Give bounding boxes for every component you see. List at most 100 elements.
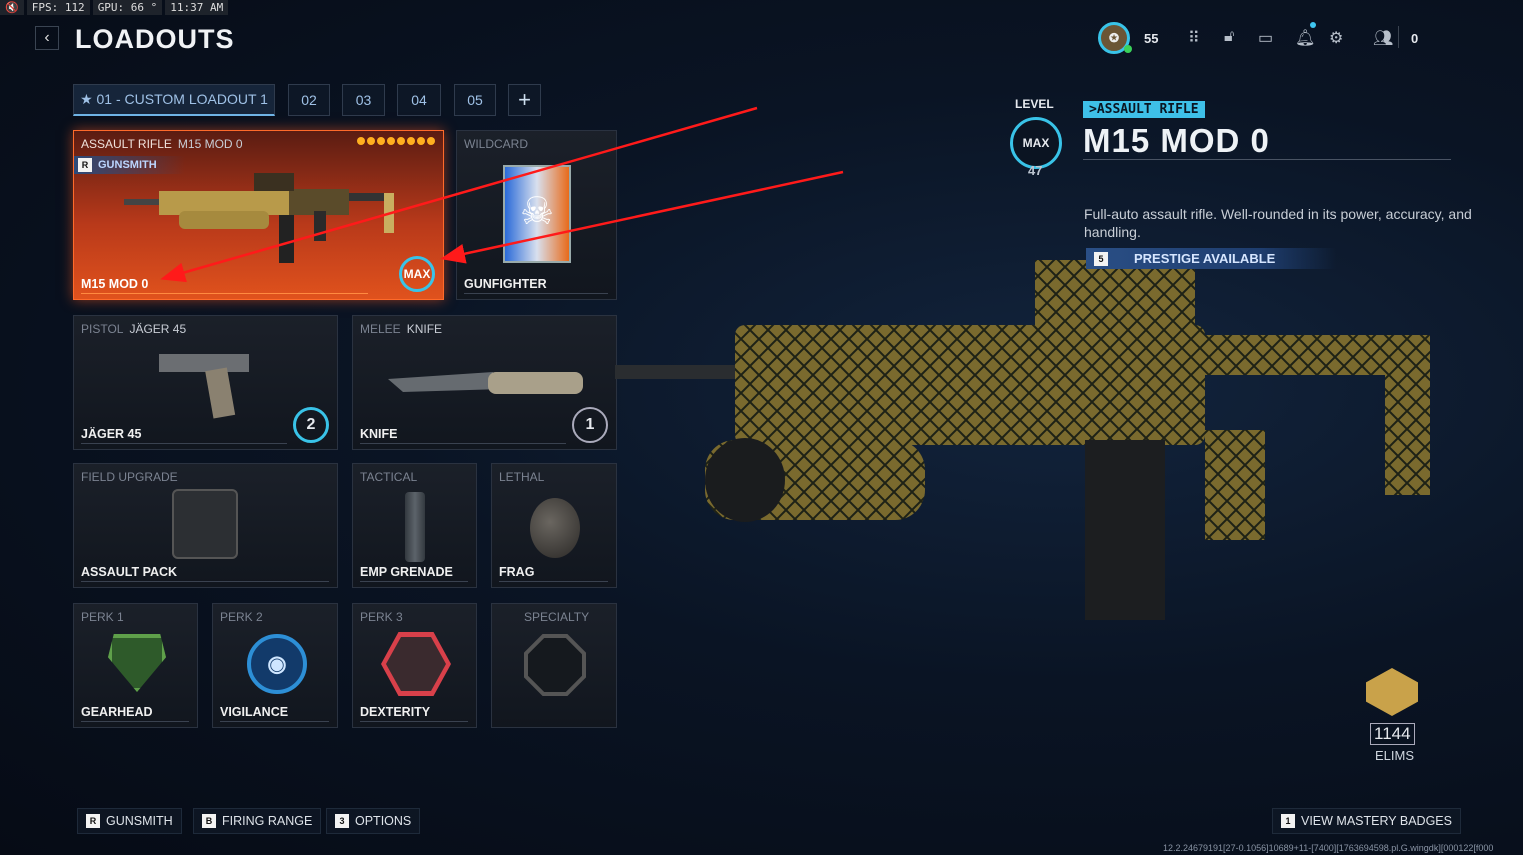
weapon-description: Full-auto assault rifle. Well-rounded in… xyxy=(1084,206,1472,240)
field-upgrade-label: FIELD UPGRADE xyxy=(81,470,178,484)
vigilance-perk-icon: ◉ xyxy=(247,634,307,694)
divider xyxy=(81,721,189,722)
back-button[interactable]: ‹ xyxy=(35,26,59,50)
page-title: LOADOUTS xyxy=(75,24,235,54)
friends-count: 0 xyxy=(1411,31,1419,46)
specialty-label: SPECIALTY xyxy=(524,610,590,624)
build-string: 12.2.24679191[27-0.1056]10689+11-[7400][… xyxy=(1163,843,1494,853)
attachment-pips xyxy=(357,137,435,145)
specialty-empty-icon xyxy=(524,634,586,696)
dexterity-perk-icon xyxy=(381,632,451,696)
attachment-pip xyxy=(417,137,425,145)
gpu-readout: GPU: 66 ° xyxy=(92,0,163,15)
tactical-card[interactable]: TACTICAL EMP GRENADE xyxy=(352,463,477,588)
wildcard-label: WILDCARD xyxy=(464,137,529,151)
divider xyxy=(499,581,608,582)
perk-3-card[interactable]: PERK 3 DEXTERITY xyxy=(352,603,477,728)
attachment-pip xyxy=(387,137,395,145)
perk-3-label: PERK 3 xyxy=(360,610,403,624)
clock: 11:37 AM xyxy=(165,0,229,15)
divider xyxy=(464,293,608,294)
perk-1-card[interactable]: PERK 1 GEARHEAD xyxy=(73,603,198,728)
attachment-pip xyxy=(427,137,435,145)
field-upgrade-card[interactable]: FIELD UPGRADE ASSAULT PACK xyxy=(73,463,338,588)
level-label: LEVEL xyxy=(1015,97,1054,111)
divider xyxy=(1398,26,1399,48)
attachment-pip xyxy=(357,137,365,145)
divider xyxy=(360,581,468,582)
attachment-pip xyxy=(377,137,385,145)
tab-loadout-1[interactable]: ★ 01 - CUSTOM LOADOUT 1 xyxy=(73,84,275,116)
notifications-bell-icon[interactable]: 🔔︎ xyxy=(1295,30,1316,47)
max-level-badge: MAX xyxy=(399,256,435,292)
tab-loadout-3[interactable]: 03 xyxy=(342,84,385,116)
weapon-level-value: 47 xyxy=(1028,163,1043,178)
prestige-label: PRESTIGE AVAILABLE xyxy=(1134,251,1276,266)
specialty-card[interactable]: SPECIALTY xyxy=(491,603,617,728)
perk-2-card[interactable]: PERK 2 ◉ VIGILANCE xyxy=(212,603,338,728)
tab-loadout-5[interactable]: 05 xyxy=(454,84,496,116)
weapon-level-ring: MAX xyxy=(1010,117,1062,169)
mastery-elims-count: 1144 xyxy=(1370,723,1415,745)
perk-3-name: DEXTERITY xyxy=(360,705,431,719)
notification-dot xyxy=(1310,22,1316,28)
prestige-available-button[interactable]: 5 PRESTIGE AVAILABLE xyxy=(1086,248,1336,269)
menu-grid-icon[interactable]: ⠿ xyxy=(1188,30,1200,47)
attachment-pip xyxy=(367,137,375,145)
divider xyxy=(1083,159,1451,160)
online-status-icon xyxy=(1124,45,1132,53)
attachment-pip xyxy=(397,137,405,145)
attachment-pip xyxy=(407,137,415,145)
tab-loadout-2[interactable]: 02 xyxy=(288,84,330,116)
perk-1-label: PERK 1 xyxy=(81,610,124,624)
weapon-3d-preview xyxy=(615,260,1430,620)
tab-loadout-4[interactable]: 04 xyxy=(397,84,441,116)
knife-icon xyxy=(388,372,583,394)
mute-icon: 🔇 xyxy=(0,0,24,15)
tactical-label: TACTICAL xyxy=(360,470,418,484)
weapon-level-badge: 2 xyxy=(293,407,329,443)
wildcard-card[interactable]: WILDCARD ☠ GUNFIGHTER xyxy=(456,130,617,300)
lethal-name: FRAG xyxy=(499,565,535,579)
gearhead-perk-icon xyxy=(108,634,166,692)
unlock-icon[interactable]: 🔓︎ xyxy=(1224,28,1235,45)
player-avatar[interactable]: ✪ xyxy=(1098,22,1130,54)
divider xyxy=(360,721,468,722)
perk-1-name: GEARHEAD xyxy=(81,705,153,719)
field-upgrade-name: ASSAULT PACK xyxy=(81,565,178,579)
mastery-badge-icon xyxy=(1366,668,1418,716)
friends-icon[interactable]: 👥︎ xyxy=(1373,30,1394,47)
mastery-elims-label: ELIMS xyxy=(1375,748,1415,763)
divider xyxy=(81,443,287,444)
lethal-card[interactable]: LETHAL FRAG xyxy=(491,463,617,588)
gunfighter-card-icon: ☠ xyxy=(503,165,571,263)
settings-gear-icon[interactable]: ⚙ xyxy=(1329,30,1344,47)
divider xyxy=(360,443,566,444)
primary-name: M15 MOD 0 xyxy=(81,277,149,291)
tactical-name: EMP GRENADE xyxy=(360,565,453,579)
perk-2-label: PERK 2 xyxy=(220,610,263,624)
fps-readout: FPS: 112 xyxy=(26,0,90,15)
assault-pack-icon xyxy=(172,489,238,559)
jager-pistol-icon xyxy=(159,354,249,419)
weapon-category-tag: >ASSAULT RIFLE xyxy=(1083,101,1205,118)
frag-grenade-icon xyxy=(530,498,580,558)
wildcard-name: GUNFIGHTER xyxy=(464,277,547,291)
weapon-level-badge: 1 xyxy=(572,407,608,443)
key-hint: 5 xyxy=(1094,251,1108,266)
divider xyxy=(81,293,368,294)
melee-name: KNIFE xyxy=(360,427,398,441)
add-loadout-button[interactable]: + xyxy=(508,84,541,116)
headset-icon[interactable]: ▭ xyxy=(1258,30,1274,47)
